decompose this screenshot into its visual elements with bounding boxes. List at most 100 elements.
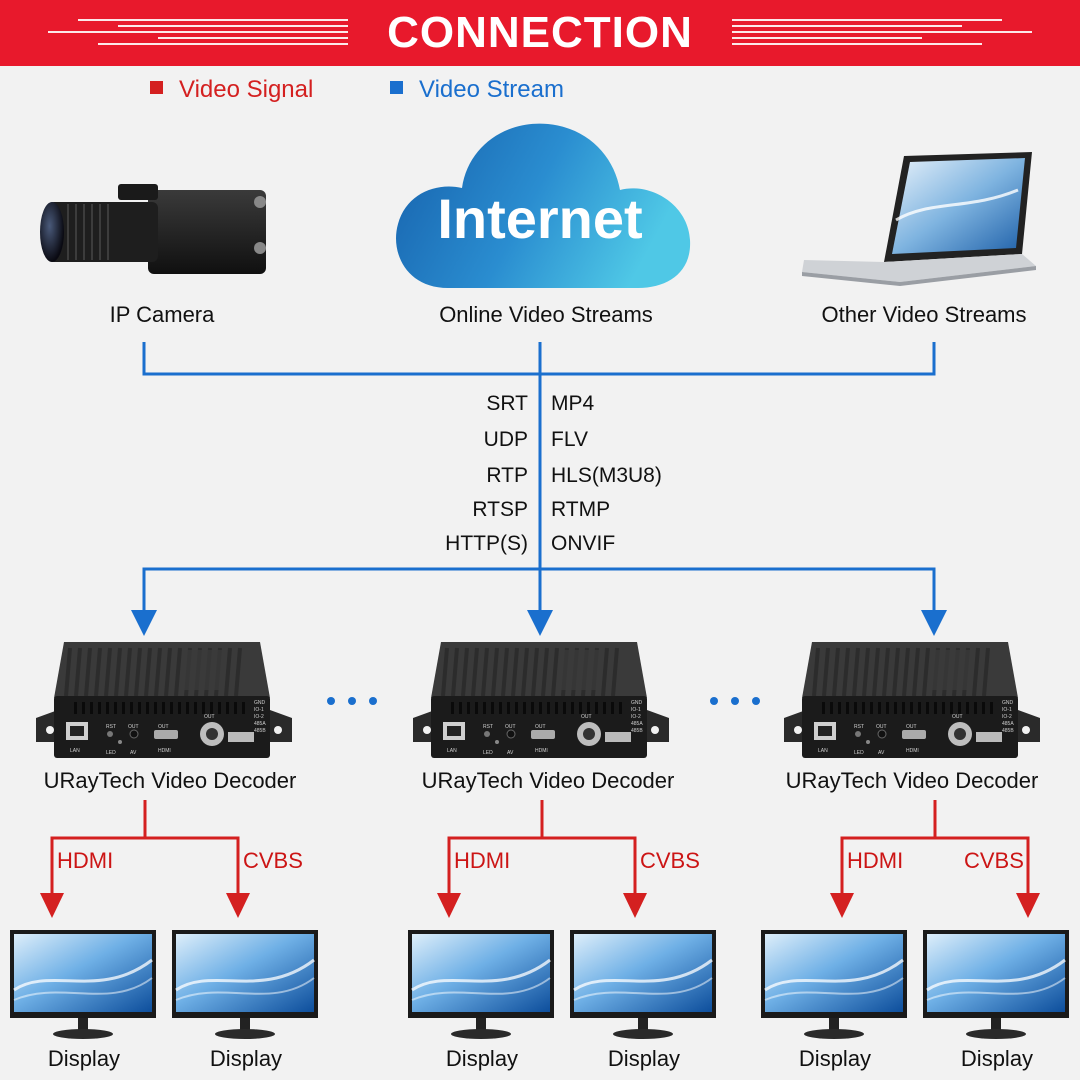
svg-text:OUT: OUT (952, 714, 963, 720)
display-icon (923, 930, 1069, 1039)
decoder-label-1: URayTech Video Decoder (43, 768, 297, 793)
svg-text:OUT: OUT (158, 724, 169, 730)
svg-text:LAN: LAN (818, 748, 828, 754)
banner-stripes-right (732, 19, 1032, 45)
svg-text:AV: AV (507, 750, 514, 756)
legend-signal-label: Video Signal (179, 76, 314, 103)
ellipsis-dot (731, 697, 739, 705)
svg-text:OUT: OUT (204, 714, 215, 720)
svg-text:LAN: LAN (447, 748, 457, 754)
svg-text:AV: AV (878, 750, 885, 756)
source-label-online-streams: Online Video Streams (439, 302, 653, 327)
svg-text:LED: LED (854, 750, 864, 756)
output-label-hdmi-1: HDMI (57, 848, 114, 873)
svg-text:AV: AV (130, 750, 137, 756)
svg-text:HDMI: HDMI (158, 748, 171, 754)
protocol-left-1: SRT (486, 392, 528, 415)
svg-text:GND: GND (631, 700, 643, 706)
decoder-distribution-line (142, 567, 936, 612)
svg-text:IO-1: IO-1 (1002, 707, 1012, 713)
svg-text:HDMI: HDMI (535, 748, 548, 754)
camera-icon (40, 184, 266, 274)
protocol-left-3: RTP (486, 464, 528, 487)
svg-text:IO-1: IO-1 (631, 707, 641, 713)
signal-line-hdmi-2 (447, 800, 544, 895)
display-icon (10, 930, 156, 1039)
svg-text:485B: 485B (1002, 728, 1014, 734)
signal-arrow (1016, 893, 1040, 918)
display-label: Display (209, 1046, 283, 1071)
stream-arrow-3 (921, 610, 947, 636)
svg-text:LED: LED (106, 750, 116, 756)
svg-text:IO-1: IO-1 (254, 707, 264, 713)
protocol-left-5: HTTP(S) (445, 532, 528, 555)
protocol-right-5: ONVIF (551, 532, 616, 555)
svg-text:OUT: OUT (535, 724, 546, 730)
display-label: Display (960, 1046, 1034, 1071)
svg-text:OUT: OUT (876, 724, 887, 730)
ellipsis-dot (327, 697, 335, 705)
ellipsis-dot (348, 697, 356, 705)
page-title: CONNECTION (387, 8, 693, 57)
svg-text:RST: RST (854, 724, 864, 730)
display-icon (408, 930, 554, 1039)
protocol-right-2: FLV (551, 428, 588, 451)
protocol-right-4: RTMP (551, 498, 611, 521)
display-icon (570, 930, 716, 1039)
svg-text:485B: 485B (631, 728, 643, 734)
svg-text:485A: 485A (254, 721, 266, 727)
svg-text:RST: RST (106, 724, 116, 730)
ellipsis-dot (710, 697, 718, 705)
output-label-cvbs-3: CVBS (964, 848, 1024, 873)
svg-text:IO-2: IO-2 (254, 714, 264, 720)
svg-text:IO-2: IO-2 (631, 714, 641, 720)
source-label-ip-camera: IP Camera (109, 302, 215, 327)
laptop-icon (802, 152, 1036, 286)
protocol-right-1: MP4 (551, 392, 595, 415)
protocol-left-4: RTSP (472, 498, 528, 521)
svg-text:OUT: OUT (505, 724, 516, 730)
signal-line-hdmi-1 (50, 800, 147, 895)
signal-line-hdmi-3 (840, 800, 937, 895)
svg-text:485B: 485B (254, 728, 266, 734)
svg-text:485A: 485A (1002, 721, 1014, 727)
stream-arrow-2 (527, 610, 553, 636)
signal-arrow (437, 893, 461, 918)
svg-text:GND: GND (254, 700, 266, 706)
legend-video-signal: Video Signal (150, 76, 313, 104)
legend-stream-swatch (390, 81, 403, 94)
legend-video-stream: Video Stream (390, 76, 564, 104)
svg-text:GND: GND (1002, 700, 1014, 706)
svg-text:RST: RST (483, 724, 493, 730)
decoder-label-3: URayTech Video Decoder (785, 768, 1039, 793)
display-icon (761, 930, 907, 1039)
ellipsis-dot (369, 697, 377, 705)
legend-stream-label: Video Stream (419, 76, 564, 103)
svg-text:LED: LED (483, 750, 493, 756)
output-label-hdmi-3: HDMI (847, 848, 904, 873)
ellipsis-dot (752, 697, 760, 705)
banner-stripes-left (48, 19, 348, 45)
stream-arrow-1 (131, 610, 157, 636)
display-label: Display (445, 1046, 519, 1071)
signal-arrow (226, 893, 250, 918)
legend-signal-swatch (150, 81, 163, 94)
decoder-label-2: URayTech Video Decoder (421, 768, 675, 793)
svg-text:OUT: OUT (128, 724, 139, 730)
cloud-icon: Internet (396, 123, 691, 288)
cloud-label: Internet (437, 187, 642, 250)
signal-arrow (40, 893, 64, 918)
display-label: Display (47, 1046, 121, 1071)
svg-text:OUT: OUT (906, 724, 917, 730)
protocol-left-2: UDP (483, 428, 528, 451)
signal-arrow (830, 893, 854, 918)
signal-arrow (623, 893, 647, 918)
output-label-cvbs-2: CVBS (640, 848, 700, 873)
svg-text:IO-2: IO-2 (1002, 714, 1012, 720)
protocol-right-3: HLS(M3U8) (551, 464, 662, 487)
svg-text:485A: 485A (631, 721, 643, 727)
